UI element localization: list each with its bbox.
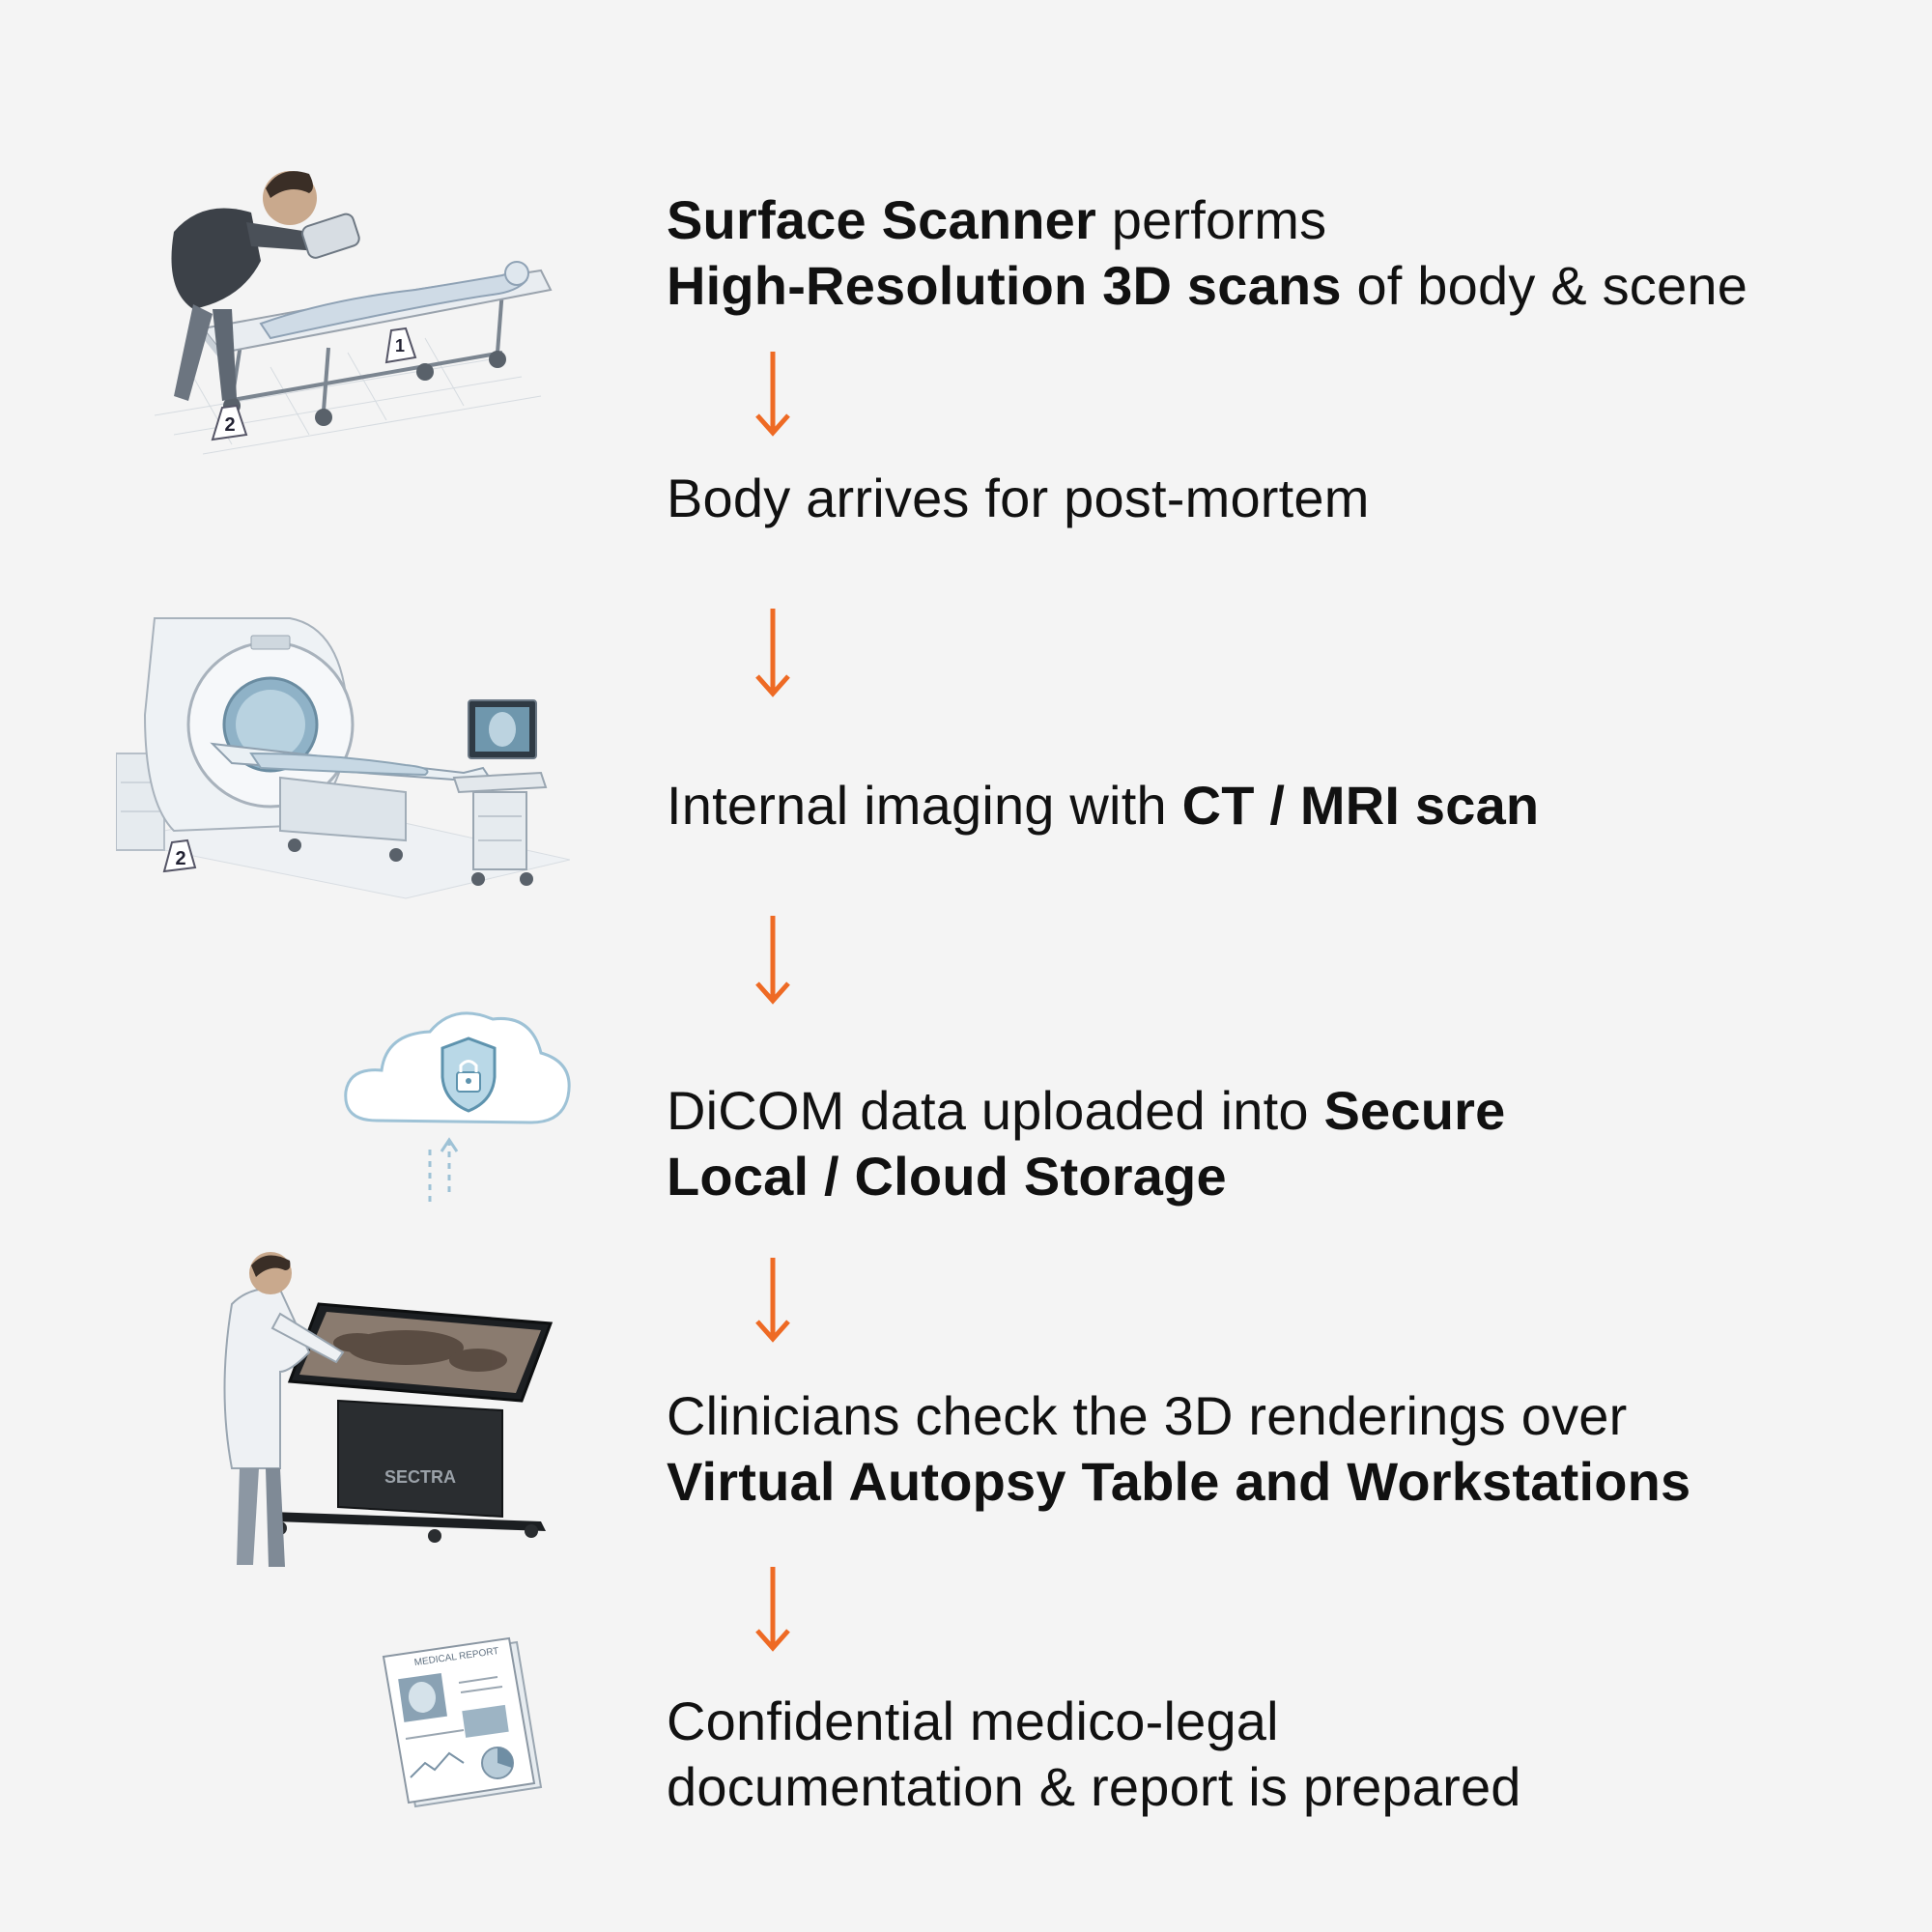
step-report-prepared: Confidential medico-legal documentation … — [667, 1690, 1521, 1817]
step-data-storage: DiCOM data uploaded into Secure Local / … — [667, 1080, 1506, 1207]
evidence-marker: 1 — [384, 327, 417, 364]
down-arrow-icon — [755, 609, 790, 697]
medical-report-icon: MEDICAL REPORT — [382, 1636, 543, 1808]
ct-mri-scanner-illustration: 2 — [116, 617, 570, 899]
down-arrow-icon — [755, 1258, 790, 1343]
step-surface-scanner: Surface Scanner performs High-Resolution… — [667, 189, 1748, 316]
evidence-marker: 2 — [211, 404, 248, 441]
virtual-autopsy-table-illustration: SECTRA — [223, 1252, 554, 1567]
svg-text:SECTRA: SECTRA — [384, 1467, 456, 1487]
svg-text:2: 2 — [175, 848, 185, 869]
svg-text:1: 1 — [395, 336, 405, 355]
step-virtual-autopsy: Clinicians check the 3D renderings over … — [667, 1385, 1691, 1512]
cloud-lock-icon — [344, 1011, 571, 1203]
down-arrow-icon — [755, 352, 790, 437]
down-arrow-icon — [755, 1567, 790, 1652]
svg-text:2: 2 — [224, 414, 235, 436]
evidence-marker: 2 — [162, 838, 197, 873]
surface-scanner-illustration: 1 2 — [154, 171, 553, 455]
step-body-arrives: Body arrives for post-mortem — [667, 468, 1370, 528]
down-arrow-icon — [755, 916, 790, 1005]
step-internal-imaging: Internal imaging with CT / MRI scan — [667, 775, 1540, 836]
